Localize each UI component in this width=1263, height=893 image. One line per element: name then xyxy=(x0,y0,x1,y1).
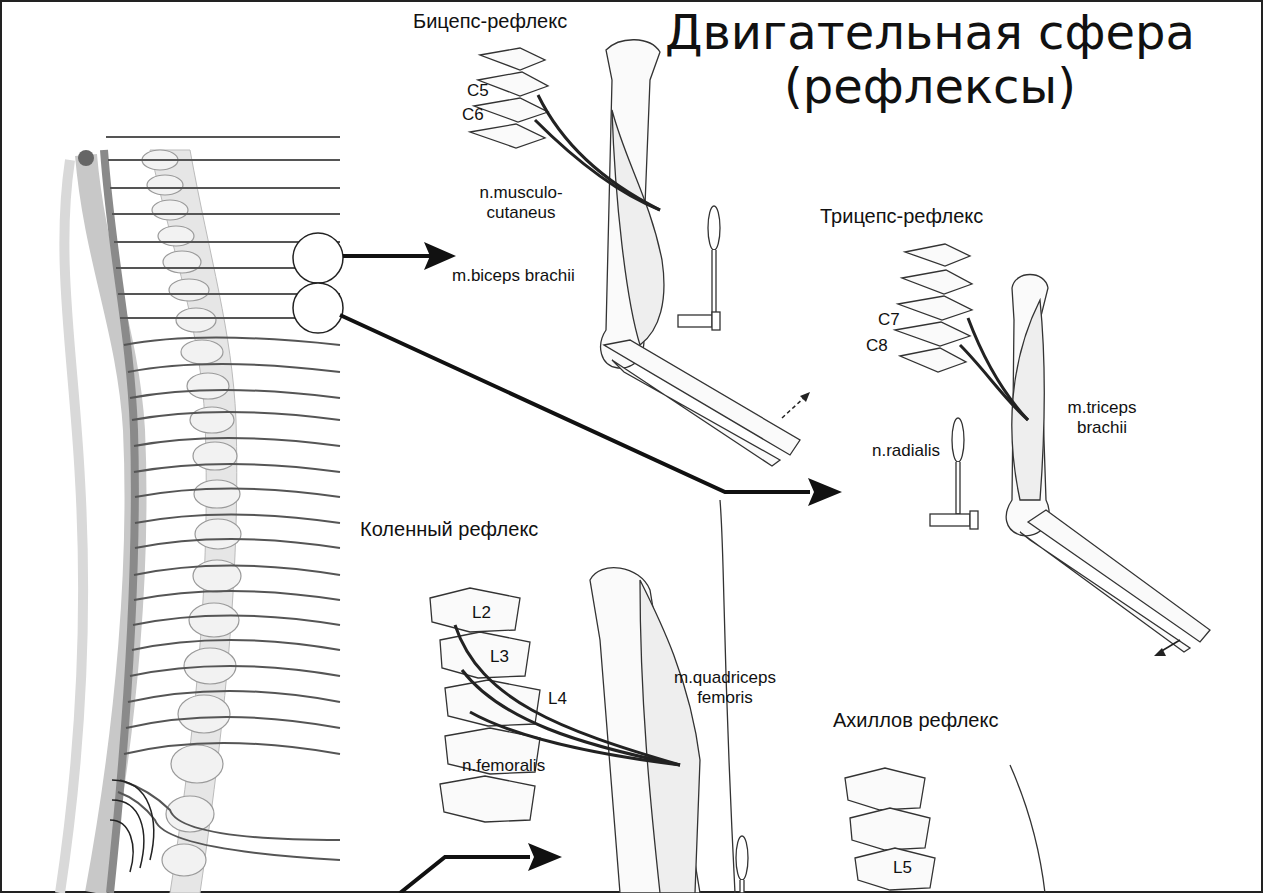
reflex-hammer xyxy=(736,836,748,893)
text-slot: L5 xyxy=(893,858,912,878)
text-slot: n.radialis xyxy=(872,441,940,461)
text-slot: C8 xyxy=(866,336,888,356)
text-slot: Двигательная сфера (рефлексы) xyxy=(650,6,1210,114)
reflex-hammer xyxy=(930,418,978,529)
pointer-arrows xyxy=(340,256,810,893)
segment-label: C6 xyxy=(462,105,484,125)
reflex-title: Бицепс-рефлекс xyxy=(413,10,567,33)
segment-label: L3 xyxy=(490,647,509,667)
text-slot: Бицепс-рефлекс xyxy=(413,10,567,33)
text-slot: C6 xyxy=(462,105,484,125)
text-slot: n.musculo- cutaneus xyxy=(462,183,580,222)
reflex-title: Ахиллов рефлекс xyxy=(833,709,998,732)
motion-arrow-head xyxy=(1154,648,1166,656)
segment-label: C5 xyxy=(467,81,489,101)
muscle-label: m.triceps brachii xyxy=(1052,398,1152,437)
reflex-title: Коленный рефлекс xyxy=(360,518,538,541)
knee-figure xyxy=(430,500,735,893)
segment-circle xyxy=(293,283,343,333)
segment-label: C8 xyxy=(866,336,888,356)
muscle-label: m.biceps brachii xyxy=(452,266,575,286)
muscle-label: m.quadriceps femoris xyxy=(660,668,790,707)
femoral-nerve xyxy=(455,625,680,765)
reflex-title: Трицепс-рефлекс xyxy=(820,205,983,228)
segment-label: L4 xyxy=(548,689,567,709)
nerve-label: n.radialis xyxy=(872,441,940,461)
slide-title: Двигательная сфера (рефлексы) xyxy=(650,6,1210,114)
spine-column xyxy=(60,150,241,893)
reflex-hammer xyxy=(678,206,720,330)
segment-label: L5 xyxy=(893,858,912,878)
nerve-label: n.musculo- cutaneus xyxy=(462,183,580,222)
text-slot: L4 xyxy=(548,689,567,709)
biceps-figure xyxy=(470,40,800,466)
text-slot: n.femoralis xyxy=(462,756,545,776)
text-slot: m.quadriceps femoris xyxy=(660,668,790,707)
nerve-label: n.femoralis xyxy=(462,756,545,776)
achilles-figure xyxy=(845,765,1045,893)
cauda-loops xyxy=(110,780,154,872)
text-slot: L3 xyxy=(490,647,509,667)
text-slot: Коленный рефлекс xyxy=(360,518,538,541)
motion-arrow xyxy=(782,396,806,418)
motion-arrow-head xyxy=(800,392,810,402)
text-slot: m.triceps brachii xyxy=(1052,398,1152,437)
triceps-nerve xyxy=(960,318,1028,420)
segment-circle xyxy=(293,233,343,283)
segment-label: C7 xyxy=(878,310,900,330)
triceps-figure xyxy=(895,244,1210,652)
text-slot: Ахиллов рефлекс xyxy=(833,709,998,732)
segment-label: L2 xyxy=(472,603,491,623)
text-slot: Трицепс-рефлекс xyxy=(820,205,983,228)
text-slot: L2 xyxy=(472,603,491,623)
text-slot: C5 xyxy=(467,81,489,101)
text-slot: C7 xyxy=(878,310,900,330)
text-slot: m.biceps brachii xyxy=(452,266,575,286)
